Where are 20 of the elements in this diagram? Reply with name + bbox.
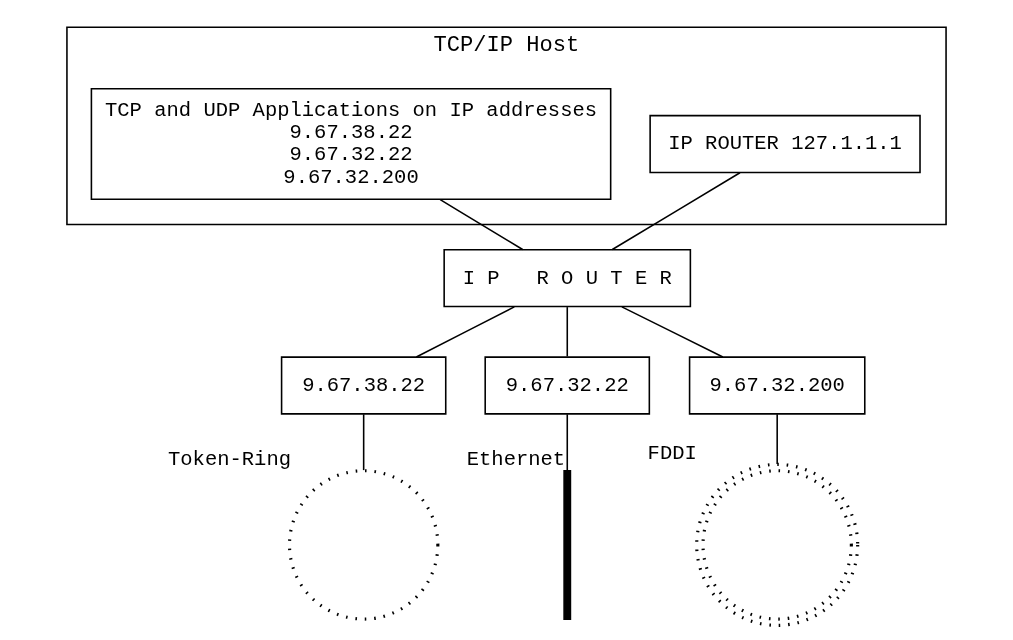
node-box: 9.67.32.200	[688, 356, 866, 415]
node-label: Token-Ring	[167, 448, 292, 472]
connector	[566, 306, 569, 358]
connector	[566, 413, 569, 471]
connector	[362, 413, 365, 471]
connector	[776, 413, 778, 465]
node-box: IP ROUTER 127.1.1.1	[649, 114, 921, 174]
node-circle	[287, 469, 440, 621]
connector	[621, 306, 724, 358]
node-bar	[563, 469, 572, 620]
node-box: I P R O U T E R	[443, 249, 692, 308]
node-label: FDDI	[647, 441, 697, 465]
node-label: Ethernet	[466, 448, 566, 472]
node-box: TCP and UDP Applications on IP addresses 9.67.38.22 9.67.32.22 9.67.32.200	[90, 88, 612, 201]
node-box: 9.67.32.22	[484, 356, 651, 415]
connector	[439, 198, 524, 251]
node-circle	[695, 462, 860, 627]
node-box: 9.67.38.22	[280, 356, 447, 415]
connector	[415, 306, 516, 358]
connector	[611, 171, 741, 251]
